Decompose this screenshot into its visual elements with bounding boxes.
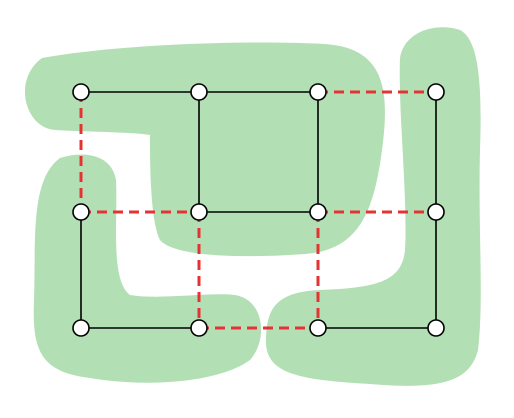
node-n20 bbox=[72, 319, 90, 337]
node-n11 bbox=[190, 203, 208, 221]
region-top-spiral bbox=[24, 42, 385, 257]
node-n21 bbox=[190, 319, 208, 337]
node-n13 bbox=[427, 203, 445, 221]
region-layer bbox=[24, 27, 481, 386]
node-n12 bbox=[309, 203, 327, 221]
node-n22 bbox=[309, 319, 327, 337]
region-right-j bbox=[266, 27, 481, 386]
node-n00 bbox=[72, 83, 90, 101]
node-n03 bbox=[427, 83, 445, 101]
node-n10 bbox=[72, 203, 90, 221]
node-n01 bbox=[190, 83, 208, 101]
node-n02 bbox=[309, 83, 327, 101]
node-layer bbox=[72, 83, 445, 337]
node-n23 bbox=[427, 319, 445, 337]
edge-layer bbox=[79, 90, 437, 330]
